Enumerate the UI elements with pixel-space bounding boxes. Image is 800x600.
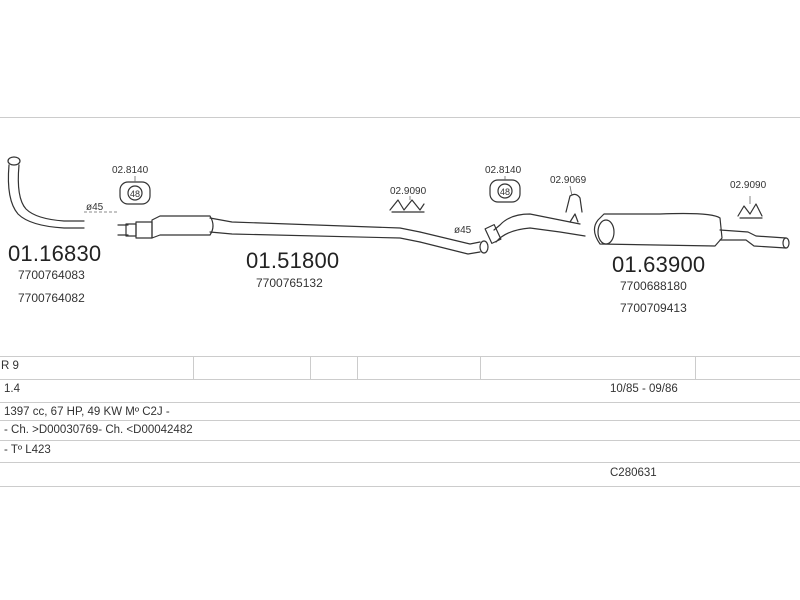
middle-pipe-oem-1: 7700765132 <box>256 276 323 290</box>
clamp-1-badge: 48 <box>130 189 140 199</box>
hanger-1-code: 02.9090 <box>390 186 427 197</box>
years-cell: 10/85 - 09/86 <box>610 383 678 395</box>
table-line-6 <box>0 462 800 463</box>
front-pipe-code: 01.16830 <box>8 241 102 266</box>
middle-pipe-code: 01.51800 <box>246 248 340 273</box>
table-col-3 <box>357 356 358 379</box>
chassis-cell: - Ch. >D00030769- Ch. <D00042482 <box>4 424 193 436</box>
type-cell: - Tº L423 <box>4 444 51 456</box>
hanger-2-leader <box>569 185 573 197</box>
front-pipe-diameter: ø45 <box>86 202 104 213</box>
hanger-3-code: 02.9090 <box>730 180 767 191</box>
rear-silencer-oem-2: 7700709413 <box>620 301 687 315</box>
mount-4-drawing <box>565 193 583 213</box>
spec-cell: 1397 cc, 67 HP, 49 KW Mº C2J - <box>4 406 170 418</box>
table-line-5 <box>0 440 800 441</box>
table-col-4 <box>480 356 481 379</box>
table-col-1 <box>193 356 194 379</box>
front-pipe-drawing <box>7 156 85 229</box>
middle-pipe-diameter: ø45 <box>454 225 472 236</box>
table-line-4 <box>0 420 800 421</box>
mount-2-drawing <box>389 199 425 213</box>
clamp-2-code: 02.8140 <box>485 165 522 176</box>
engine-cell: 1.4 <box>4 383 20 395</box>
mount-5-drawing <box>737 203 763 219</box>
clamp-2-badge: 48 <box>500 187 510 197</box>
rear-silencer-drawing <box>593 212 790 249</box>
table-col-2 <box>310 356 311 379</box>
clamp-1-code: 02.8140 <box>112 165 149 176</box>
exhaust-system-drawing: 48 48 <box>7 156 790 255</box>
table-line-2 <box>0 379 800 380</box>
model-cell: R 9 <box>1 360 19 372</box>
middle-silencer-drawing <box>151 215 489 255</box>
rear-silencer-oem-1: 7700688180 <box>620 279 687 293</box>
table-line-1 <box>0 356 800 357</box>
table-line-7 <box>0 486 800 487</box>
rear-silencer-code: 01.63900 <box>612 252 706 277</box>
catalog-cell: C280631 <box>610 467 657 479</box>
front-pipe-oem-1: 7700764083 <box>18 268 85 282</box>
hanger-2-code: 02.9069 <box>550 175 587 186</box>
table-col-5 <box>695 356 696 379</box>
top-border-line <box>0 117 800 118</box>
rear-pipe-drawing <box>484 213 586 244</box>
front-flange <box>117 221 153 239</box>
table-line-3 <box>0 402 800 403</box>
front-pipe-oem-2: 7700764082 <box>18 291 85 305</box>
